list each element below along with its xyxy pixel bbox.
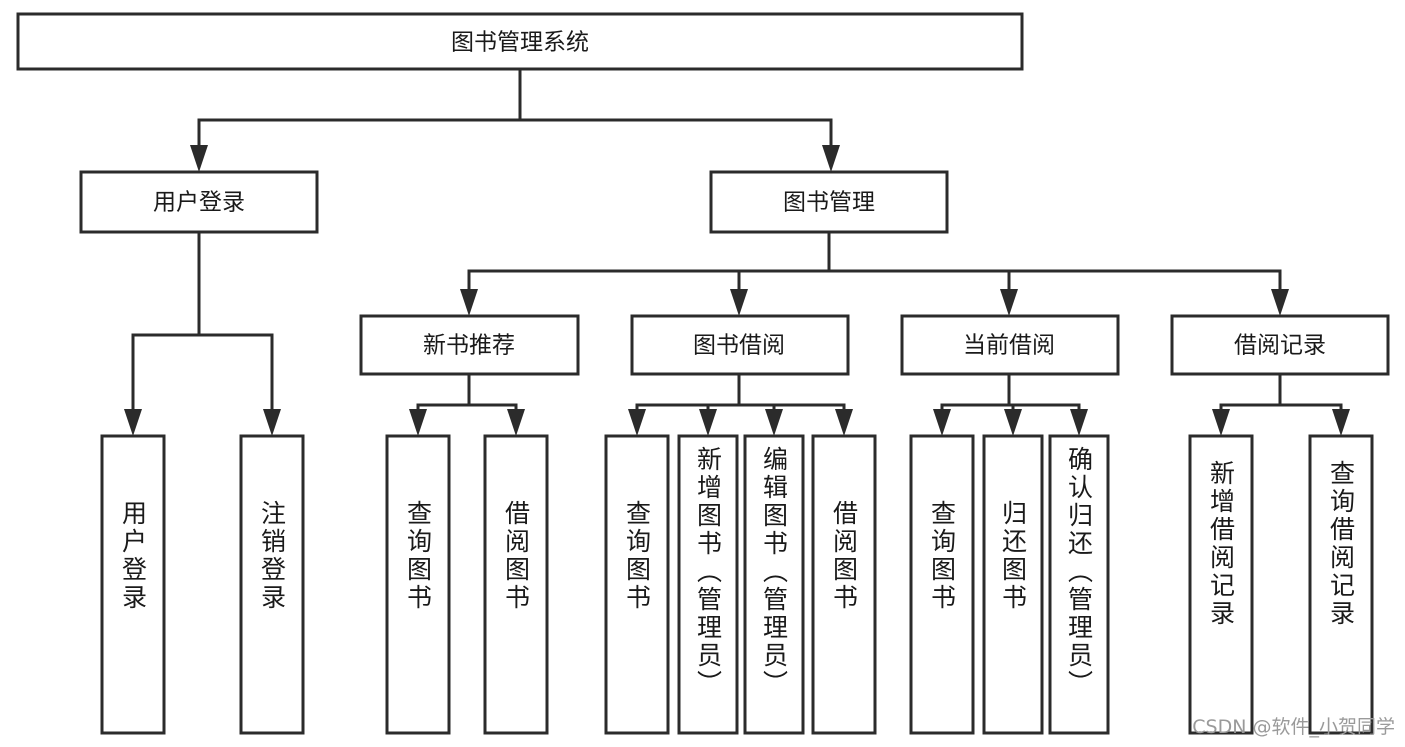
leaf-box-confirm-return-admin[interactable] (1048, 434, 1110, 735)
node-new-book-recommend-box[interactable] (359, 314, 580, 376)
node-new-book-recommend[interactable]: 新书推荐 (359, 314, 580, 376)
connector-userlogin-to-leaves (124, 230, 281, 436)
leaf-box-query-book-1[interactable] (385, 434, 451, 735)
leaf-box-query-book-2[interactable] (604, 434, 670, 735)
leaf-box-logout[interactable] (239, 434, 305, 735)
node-current-borrow[interactable]: 当前借阅 (900, 314, 1120, 376)
node-book-borrow-label: 图书借阅 (693, 333, 785, 359)
connector-newbook-to-leaves (409, 372, 525, 436)
connector-bookmgmt-to-level3 (460, 230, 1289, 316)
node-root-box[interactable] (16, 12, 1024, 71)
leaf-box-user-login[interactable] (100, 434, 166, 735)
connector-current-to-leaves (933, 372, 1088, 436)
node-book-management-label: 图书管理 (783, 190, 875, 216)
leaf-box-query-borrow-record[interactable] (1308, 434, 1374, 735)
node-borrow-records[interactable]: 借阅记录 (1170, 314, 1390, 376)
node-current-borrow-box[interactable] (900, 314, 1120, 376)
node-root-label: 图书管理系统 (451, 30, 589, 56)
node-book-borrow[interactable]: 图书借阅 (630, 314, 850, 376)
leaf-box-edit-book-admin[interactable] (743, 434, 805, 735)
node-current-borrow-label: 当前借阅 (963, 333, 1055, 359)
leaf-box-query-book-3[interactable] (909, 434, 975, 735)
leaf-box-add-borrow-record[interactable] (1188, 434, 1254, 735)
connector-root-to-level2 (190, 67, 840, 172)
node-borrow-records-box[interactable] (1170, 314, 1390, 376)
node-new-book-recommend-label: 新书推荐 (423, 333, 515, 359)
node-book-borrow-box[interactable] (630, 314, 850, 376)
node-book-management[interactable]: 图书管理 (709, 170, 949, 234)
node-borrow-records-label: 借阅记录 (1234, 333, 1326, 359)
node-user-login[interactable]: 用户登录 (79, 170, 319, 234)
leaf-box-borrow-book-1[interactable] (483, 434, 549, 735)
leaf-box-borrow-book-2[interactable] (811, 434, 877, 735)
node-user-login-label: 用户登录 (153, 190, 245, 216)
leaf-boxes (100, 434, 1374, 735)
connector-records-to-leaves (1212, 372, 1350, 436)
leaf-box-add-book-admin[interactable] (677, 434, 739, 735)
connector-borrow-to-leaves (628, 372, 853, 436)
node-root[interactable]: 图书管理系统 (16, 12, 1024, 71)
node-book-management-box[interactable] (709, 170, 949, 234)
node-user-login-box[interactable] (79, 170, 319, 234)
leaf-box-return-book[interactable] (982, 434, 1044, 735)
